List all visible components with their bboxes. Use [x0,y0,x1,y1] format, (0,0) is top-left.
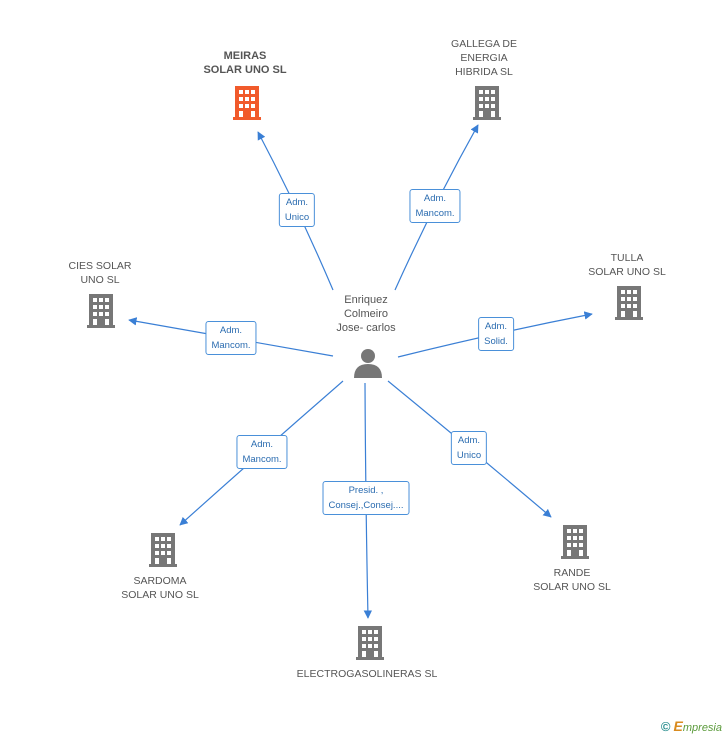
brand-name: mpresia [682,722,722,734]
building-icon-rande[interactable] [561,525,589,559]
person-icon[interactable] [354,349,382,378]
company-label-cies[interactable]: CIES SOLAR UNO SL [68,260,132,286]
footer-brand: © Empresia [661,718,722,734]
company-label-rande[interactable]: RANDE SOLAR UNO SL [533,567,611,593]
role-badge-meiras: Adm. Unico [278,193,316,227]
center-person-label[interactable]: Enriquez Colmeiro Jose- carlos [336,294,396,334]
building-icon-tulla[interactable] [615,286,643,320]
company-label-sardoma[interactable]: SARDOMA SOLAR UNO SL [121,575,199,601]
company-label-tulla[interactable]: TULLA SOLAR UNO SL [588,252,666,278]
role-badge-sardoma: Adm. Mancom. [236,435,288,469]
role-badge-rande: Adm. Unico [450,431,488,465]
company-label-meiras[interactable]: MEIRAS SOLAR UNO SL [203,50,287,76]
building-icon-meiras[interactable] [233,86,261,120]
role-badge-cies: Adm. Mancom. [205,321,257,355]
brand-initial: E [673,718,683,734]
building-icon-cies[interactable] [87,294,115,328]
building-icon-electro[interactable] [356,626,384,660]
building-icon-gallega[interactable] [473,86,501,120]
role-badge-gallega: Adm. Mancom. [409,189,461,223]
company-label-electro[interactable]: ELECTROGASOLINERAS SL [296,668,438,680]
role-badge-electro: Presid. , Consej.,Consej.... [322,481,410,515]
building-icon-sardoma[interactable] [149,533,177,567]
company-label-gallega[interactable]: GALLEGA DE ENERGIA HIBRIDA SL [451,38,517,78]
role-badge-tulla: Adm. Solid. [478,317,514,351]
copyright-icon: © [660,719,671,734]
